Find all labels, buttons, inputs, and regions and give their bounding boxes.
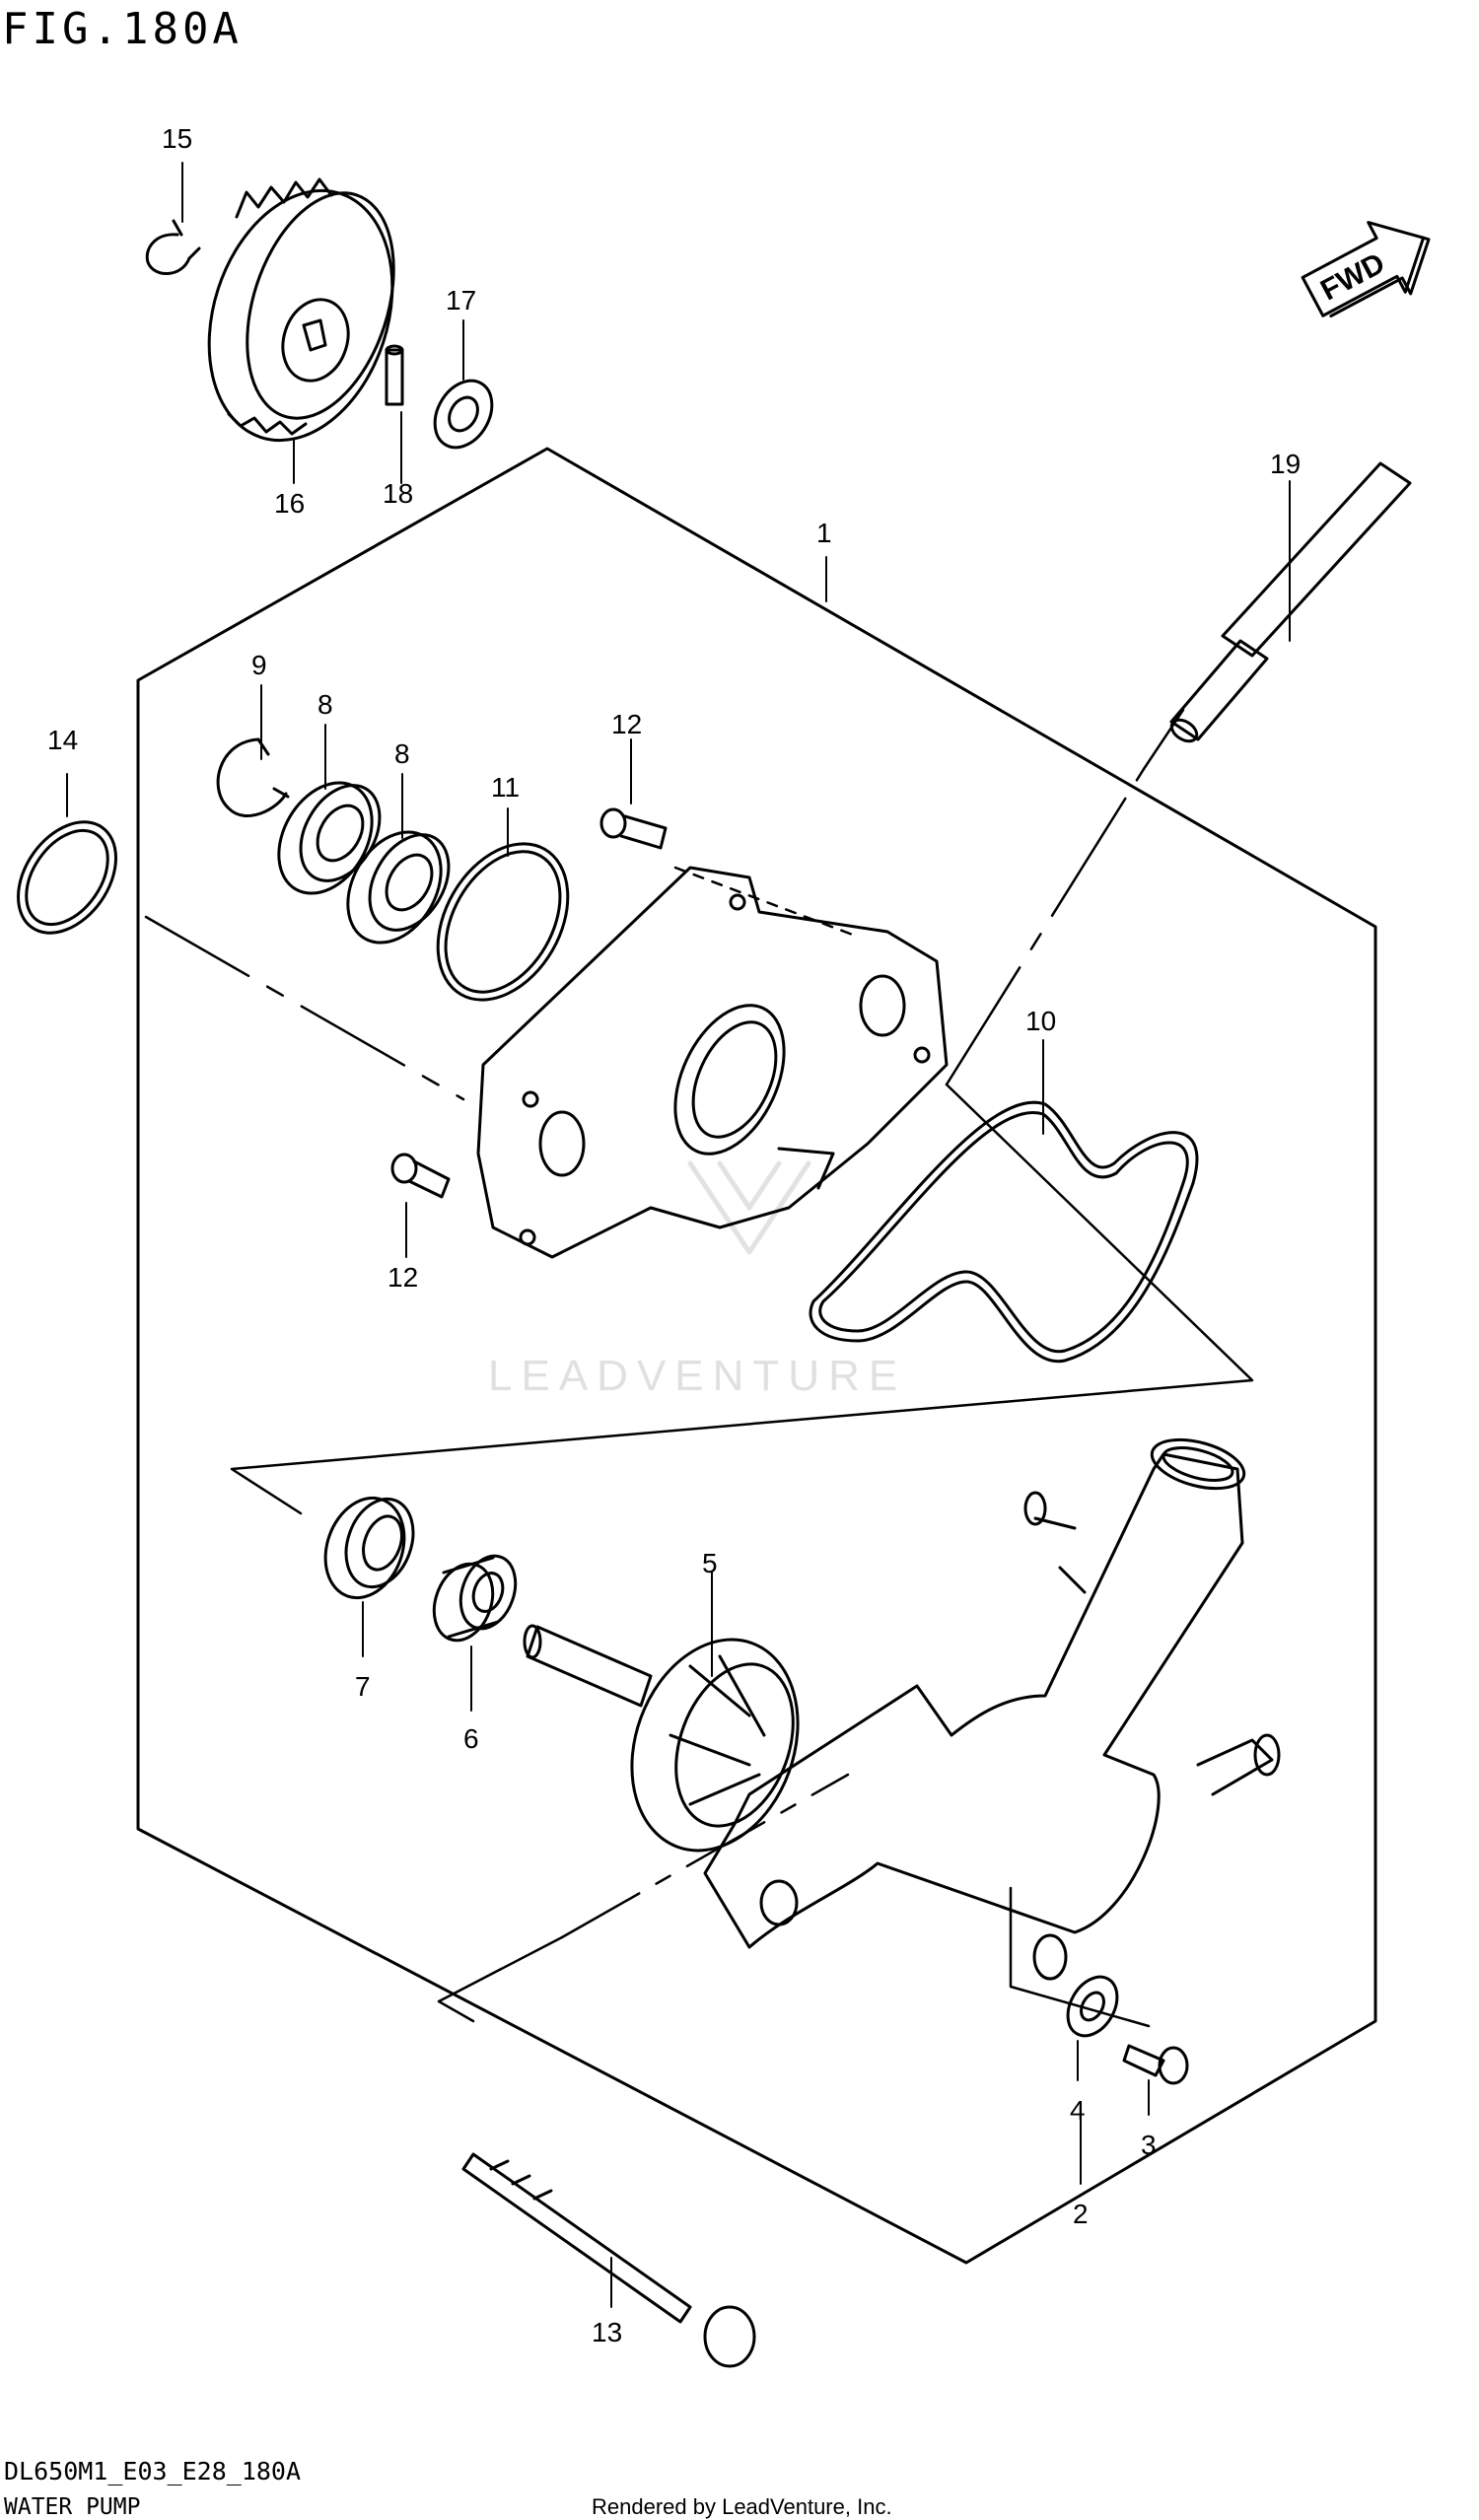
part-16-gear	[207, 177, 395, 443]
diagram-code: DL650M1_E03_E28_180A	[4, 2457, 302, 2485]
label-part-9: 9	[251, 650, 267, 680]
part-labels: 15 16 18 17 19 1 14 9 8 8 11 12 10 12 5 …	[47, 123, 1301, 2347]
label-part-10: 10	[1025, 1006, 1056, 1036]
render-credit: Rendered by LeadVenture, Inc.	[592, 2494, 892, 2519]
part-12-bolt-lower	[390, 1153, 451, 1199]
part-4-washer	[1066, 1975, 1119, 2038]
part-3-bolt	[1122, 2044, 1189, 2085]
label-part-6: 6	[463, 1723, 479, 1754]
label-part-16: 16	[274, 488, 305, 519]
part-11-oring	[436, 842, 570, 1002]
label-part-15: 15	[162, 123, 192, 154]
fwd-arrow-icon: FWD	[1301, 221, 1431, 317]
part-13-long-bolt	[461, 2152, 756, 2368]
part-17-washer	[433, 379, 494, 450]
part-9-circlip	[216, 737, 290, 817]
leader-lines	[144, 708, 1254, 2028]
label-part-13: 13	[592, 2317, 622, 2347]
part-7-oil-seal	[323, 1496, 415, 1600]
assembly-outline	[136, 447, 1377, 2265]
label-part-3: 3	[1141, 2130, 1157, 2160]
part-19-hose	[1169, 461, 1412, 743]
part-8-bearing-b	[346, 830, 451, 945]
label-part-12-upper: 12	[611, 709, 642, 739]
label-part-5: 5	[702, 1548, 718, 1578]
part-10-gasket	[809, 1100, 1199, 1364]
label-part-11: 11	[491, 772, 520, 803]
pump-cover-plate	[476, 866, 949, 1259]
part-18-pin	[385, 344, 404, 406]
label-part-8b: 8	[394, 738, 410, 769]
part-2-pump-housing	[703, 1437, 1281, 1981]
label-part-18: 18	[383, 478, 413, 509]
label-part-2: 2	[1073, 2199, 1089, 2229]
watermark-logo	[687, 1160, 811, 1255]
part-15-circlip	[145, 219, 201, 275]
label-part-8a: 8	[317, 689, 333, 720]
label-part-4: 4	[1070, 2095, 1086, 2126]
part-8-bearing-a	[277, 781, 382, 895]
part-5-impeller	[523, 1624, 800, 1853]
label-part-19: 19	[1270, 449, 1301, 479]
part-6-mechanical-seal	[432, 1554, 518, 1643]
label-part-1: 1	[816, 518, 832, 548]
callout-leaders	[66, 162, 1291, 2308]
diagram-name: WATER PUMP	[4, 2494, 141, 2520]
label-part-7: 7	[355, 1671, 371, 1702]
part-12-bolt-upper	[599, 807, 668, 850]
part-14-oring	[17, 820, 117, 935]
label-part-17: 17	[446, 285, 476, 315]
figure-title: FIG.180A	[2, 4, 243, 54]
label-part-12-lower: 12	[387, 1262, 418, 1293]
watermark-text: LEADVENTURE	[488, 1352, 906, 1400]
label-part-14: 14	[47, 725, 78, 755]
